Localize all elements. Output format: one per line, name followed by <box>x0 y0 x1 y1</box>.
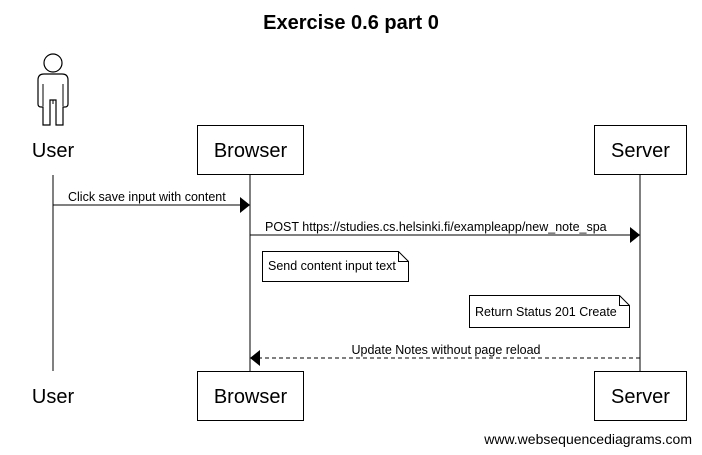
participant-browser-top-label: Browser <box>214 140 288 162</box>
note-1: Send content input text <box>262 251 409 282</box>
credit-text: www.websequencediagrams.com <box>483 431 692 447</box>
message-2-label: POST https://studies.cs.helsinki.fi/exam… <box>265 220 607 234</box>
note-1-text: Send content input text <box>268 259 396 273</box>
message-1-label: Click save input with content <box>68 190 226 204</box>
diagram-title: Exercise 0.6 part 0 <box>263 12 439 34</box>
participant-browser-bottom-box <box>197 371 304 421</box>
message-3-arrowhead <box>250 350 260 366</box>
message-3-label: Update Notes without page reload <box>351 343 540 357</box>
participant-server-top-label: Server <box>611 140 670 162</box>
participant-browser-bottom-label: Browser <box>214 386 288 408</box>
message-1-arrowhead <box>240 197 250 213</box>
participant-user-top-label: User <box>32 140 75 162</box>
note-2-text: Return Status 201 Create <box>475 305 617 319</box>
participant-server-bottom-box <box>594 371 687 421</box>
participant-server-bottom-label: Server <box>611 386 670 408</box>
note-2: Return Status 201 Create <box>469 295 630 328</box>
participant-user-bottom-label: User <box>32 386 75 408</box>
participant-browser-top-box <box>197 125 304 175</box>
message-2-arrowhead <box>630 227 640 243</box>
user-actor-icon <box>37 53 69 126</box>
participant-server-top-box <box>594 125 687 175</box>
